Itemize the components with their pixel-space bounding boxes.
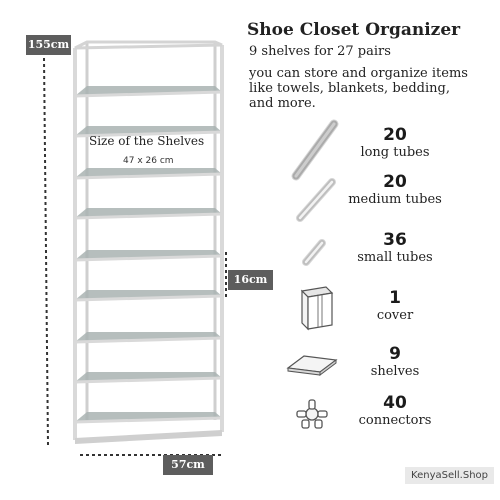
rack-shelf-edge xyxy=(74,90,223,98)
rack-shelf-edge xyxy=(74,212,223,220)
component-name: cover xyxy=(376,308,414,323)
component-medium-tubes: 20 medium tubes xyxy=(330,172,460,208)
description-line: and more. xyxy=(249,96,316,111)
rack-shelf-edge xyxy=(74,172,223,180)
product-description: you can store and organize items like to… xyxy=(249,66,499,111)
shelf-size-value: 47 x 26 cm xyxy=(123,156,174,166)
rack-shelf-edge xyxy=(74,294,223,302)
component-name: shelves xyxy=(370,364,420,379)
component-shelves: 9 shelves xyxy=(330,344,460,380)
long-tube-icon xyxy=(291,119,339,181)
component-name: medium tubes xyxy=(348,192,442,207)
component-name: long tubes xyxy=(360,145,430,160)
component-cover: 1 cover xyxy=(330,288,460,324)
height-dimension-badge: 155cm xyxy=(26,35,71,55)
product-subtitle: 9 shelves for 27 pairs xyxy=(249,44,391,59)
shelf-icon xyxy=(286,355,338,376)
product-title: Shoe Closet Organizer xyxy=(247,20,461,40)
component-connectors: 40 connectors xyxy=(330,393,460,429)
component-count: 1 xyxy=(389,288,401,308)
component-count: 20 xyxy=(383,125,407,145)
shelf-gap-dimension-badge: 16cm xyxy=(228,270,273,290)
store-watermark: KenyaSell.Shop xyxy=(405,467,494,484)
connector-icon xyxy=(296,399,328,429)
component-small-tubes: 36 small tubes xyxy=(330,230,460,266)
width-dimension-badge: 57cm xyxy=(163,455,213,475)
description-line: you can store and organize items xyxy=(249,66,468,81)
component-count: 9 xyxy=(389,344,401,364)
rack-shelf-edge xyxy=(74,254,223,262)
component-name: small tubes xyxy=(357,250,433,265)
description-line: like towels, blankets, bedding, xyxy=(249,81,450,96)
medium-tube-icon xyxy=(296,178,336,222)
component-long-tubes: 20 long tubes xyxy=(330,125,460,161)
small-tube-icon xyxy=(302,239,326,266)
cover-icon xyxy=(300,286,334,331)
component-count: 40 xyxy=(383,393,407,413)
rack-shelf-edge xyxy=(74,376,223,384)
component-count: 20 xyxy=(383,172,407,192)
component-name: connectors xyxy=(358,413,432,428)
rack-shelf-edge xyxy=(74,130,223,138)
shelf-size-title: Size of the Shelves xyxy=(89,134,205,148)
component-count: 36 xyxy=(383,230,407,250)
rack-shelf-edge xyxy=(74,336,223,344)
rack-shelf-edge xyxy=(74,416,223,424)
